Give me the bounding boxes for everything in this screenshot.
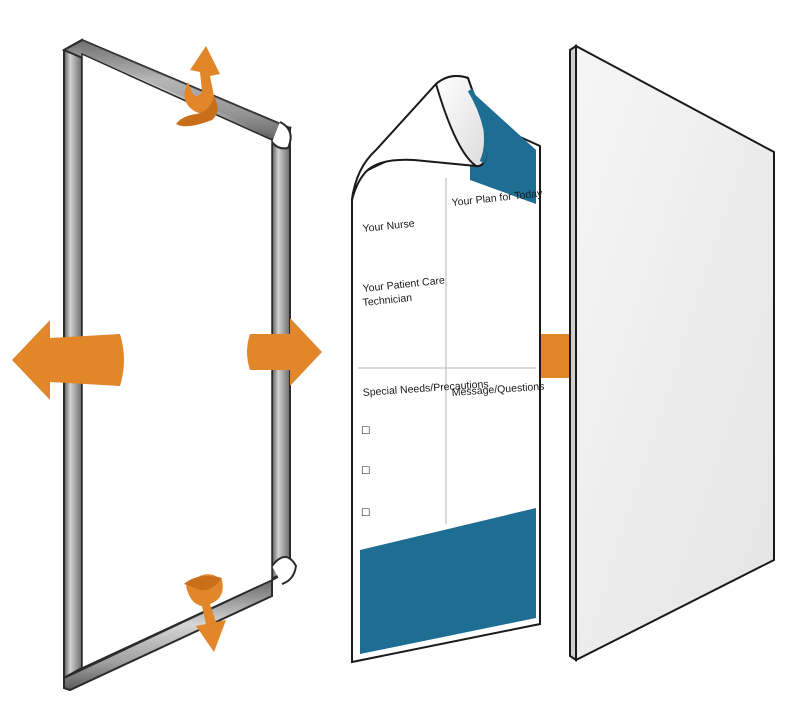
arrow-right-icon (247, 318, 322, 386)
snap-frame (61, 38, 298, 692)
arrow-left-icon (12, 320, 124, 400)
frame-notch-bottom-right (271, 556, 298, 585)
arrow-curl-top-icon (176, 46, 220, 127)
poster-bottom-band (360, 508, 536, 654)
backing-panel-face (575, 44, 775, 662)
poster-label-technician-line2: Technician (362, 292, 413, 309)
poster-checkbox-2: ☐ (361, 465, 370, 477)
arrow-curl-bottom-icon (184, 574, 226, 652)
frame-notch-top-right (271, 121, 292, 150)
poster-checkbox-1: ☐ (361, 425, 370, 437)
poster-sheet: Your Nurse Your Plan for Today Your Pati… (351, 75, 545, 664)
poster-checkbox-3: ☐ (361, 507, 370, 519)
poster-top-band (470, 90, 536, 204)
backing-panel (569, 44, 775, 662)
poster-label-your-nurse: Your Nurse (362, 218, 415, 235)
backing-panel-edge (569, 44, 577, 662)
